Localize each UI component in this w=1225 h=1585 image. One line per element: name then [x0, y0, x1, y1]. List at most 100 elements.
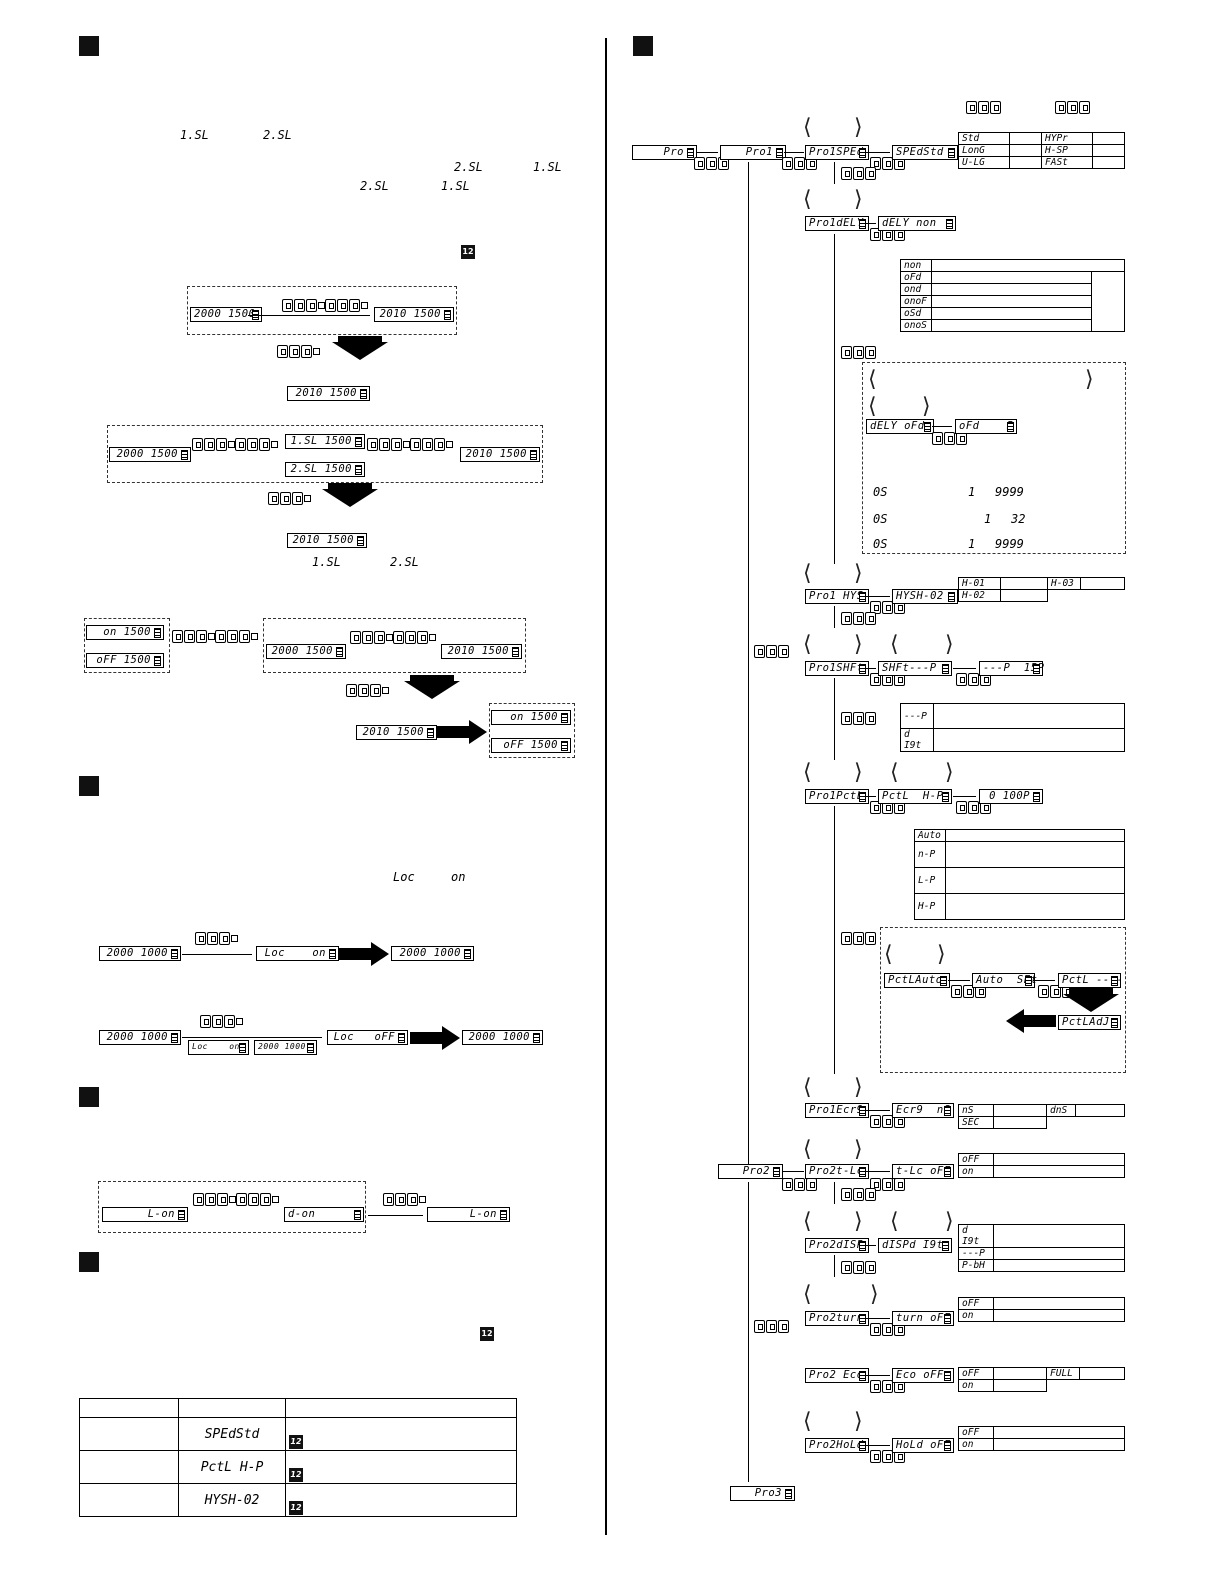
arrow-line	[834, 162, 836, 184]
button-icon	[694, 157, 729, 170]
arrow-line	[834, 234, 836, 564]
lcd-display: 2010 1500	[287, 386, 370, 401]
parenthesis-close: ⟩	[870, 1282, 879, 1307]
option-table: oFF on	[958, 1426, 1125, 1451]
parenthesis-open: ⟨	[803, 1137, 812, 1162]
arrow-line	[368, 1215, 423, 1217]
reference-badge: 12	[289, 1501, 303, 1515]
arrow-line	[932, 426, 952, 428]
option-cell: oFF	[958, 1297, 994, 1310]
button-icon	[841, 612, 876, 625]
option-cell: FULL	[1046, 1367, 1080, 1380]
option-cell: d I9t	[958, 1224, 994, 1248]
parenthesis-close: ⟩	[854, 1409, 863, 1434]
lcd-display: Pro1Ecr9	[805, 1103, 869, 1118]
seg-label: 0S	[873, 512, 888, 526]
option-cell: d I9t	[900, 728, 934, 752]
lcd-display: on 1500	[86, 625, 164, 640]
down-arrow-icon	[404, 675, 460, 699]
lcd-display: Pro2HoLd	[805, 1438, 869, 1453]
arrow-line	[748, 1182, 750, 1482]
parenthesis-close: ⟩	[937, 942, 946, 967]
lcd-display: PctLAuto	[884, 973, 950, 988]
pctl-auto-frame	[880, 927, 1126, 1073]
parenthesis-close: ⟩	[854, 1137, 863, 1162]
lcd-display: Loc on	[256, 946, 339, 961]
parenthesis-close: ⟩	[854, 187, 863, 212]
option-cell: H-01	[958, 577, 1001, 590]
button-icon	[841, 712, 876, 725]
left-arrow-icon	[1006, 1009, 1056, 1033]
lcd-display: SPEdStd	[892, 145, 958, 160]
lcd-display: ---P 15P	[979, 661, 1044, 676]
table-cell: HYSH-02	[178, 1483, 286, 1517]
lcd-display: 2000 1000	[462, 1030, 543, 1045]
option-cell: oFF	[958, 1367, 994, 1380]
button-icon	[870, 1323, 905, 1336]
parenthesis-close: ⟩	[854, 1075, 863, 1100]
lcd-display: d-on	[284, 1207, 364, 1222]
seg-label: 1.SL	[533, 160, 562, 174]
lcd-display: Pro1 HYS	[805, 589, 869, 604]
arrow-line	[784, 152, 804, 154]
lcd-display: 2010 1500	[356, 725, 437, 740]
button-icon	[268, 492, 311, 505]
section-marker-1	[79, 36, 99, 56]
parenthesis-close: ⟩	[1085, 367, 1094, 392]
parenthesis-open: ⟨	[868, 394, 877, 419]
button-icon	[782, 157, 817, 170]
arrow-line	[866, 668, 876, 670]
arrow-line	[866, 1318, 890, 1320]
lcd-display: Pro1dELY	[805, 216, 869, 231]
lcd-display: dELY oFd	[866, 419, 934, 434]
arrow-line	[834, 806, 836, 1074]
lcd-display: t-Lc oFF	[892, 1164, 954, 1179]
parenthesis-open: ⟨	[803, 1409, 812, 1434]
option-cell: Std	[958, 132, 1010, 145]
button-icon	[870, 1380, 905, 1393]
parenthesis-close: ⟩	[922, 394, 931, 419]
diagram-frame	[263, 618, 526, 673]
button-icon	[1038, 985, 1073, 998]
arrow-line	[866, 223, 876, 225]
arrow-line	[953, 668, 976, 670]
parenthesis-open: ⟨	[803, 187, 812, 212]
column-divider	[605, 38, 607, 1535]
arrow-line	[834, 1255, 836, 1277]
parenthesis-open: ⟨	[884, 942, 893, 967]
button-icon	[966, 101, 1001, 114]
option-cell: H-02	[958, 589, 1001, 602]
lcd-display: Pro1PctL	[805, 789, 869, 804]
button-icon	[346, 684, 389, 697]
table-cell: PctL H-P	[178, 1450, 286, 1484]
section-marker-3	[79, 1087, 99, 1107]
option-cell: oSd	[900, 307, 932, 320]
button-icon	[870, 801, 905, 814]
parenthesis-open: ⟨	[803, 561, 812, 586]
button-icon	[236, 1193, 279, 1206]
option-cell: on	[958, 1309, 994, 1322]
button-icon	[1055, 101, 1090, 114]
button-icon	[841, 932, 876, 945]
seg-label: 1.SL	[441, 179, 470, 193]
lcd-display: oFd 5	[955, 419, 1017, 434]
option-cell: Auto	[914, 829, 946, 842]
arrow-line	[834, 678, 836, 760]
lcd-display: Pro1SPEd	[805, 145, 869, 160]
diagram-frame	[187, 286, 457, 335]
lcd-display: Pro2t-Lc	[805, 1164, 869, 1179]
option-cell: ---P	[900, 703, 934, 729]
button-icon	[393, 631, 436, 644]
button-icon	[754, 645, 789, 658]
button-icon	[200, 1015, 243, 1028]
arrow-line	[182, 954, 252, 956]
lcd-display: Pro1SHFt	[805, 661, 869, 676]
option-cell: on	[958, 1165, 994, 1178]
arrow-line	[866, 152, 890, 154]
seg-label: 1	[968, 537, 976, 551]
parenthesis-close: ⟩	[854, 115, 863, 140]
reference-badge: 12	[461, 245, 475, 259]
